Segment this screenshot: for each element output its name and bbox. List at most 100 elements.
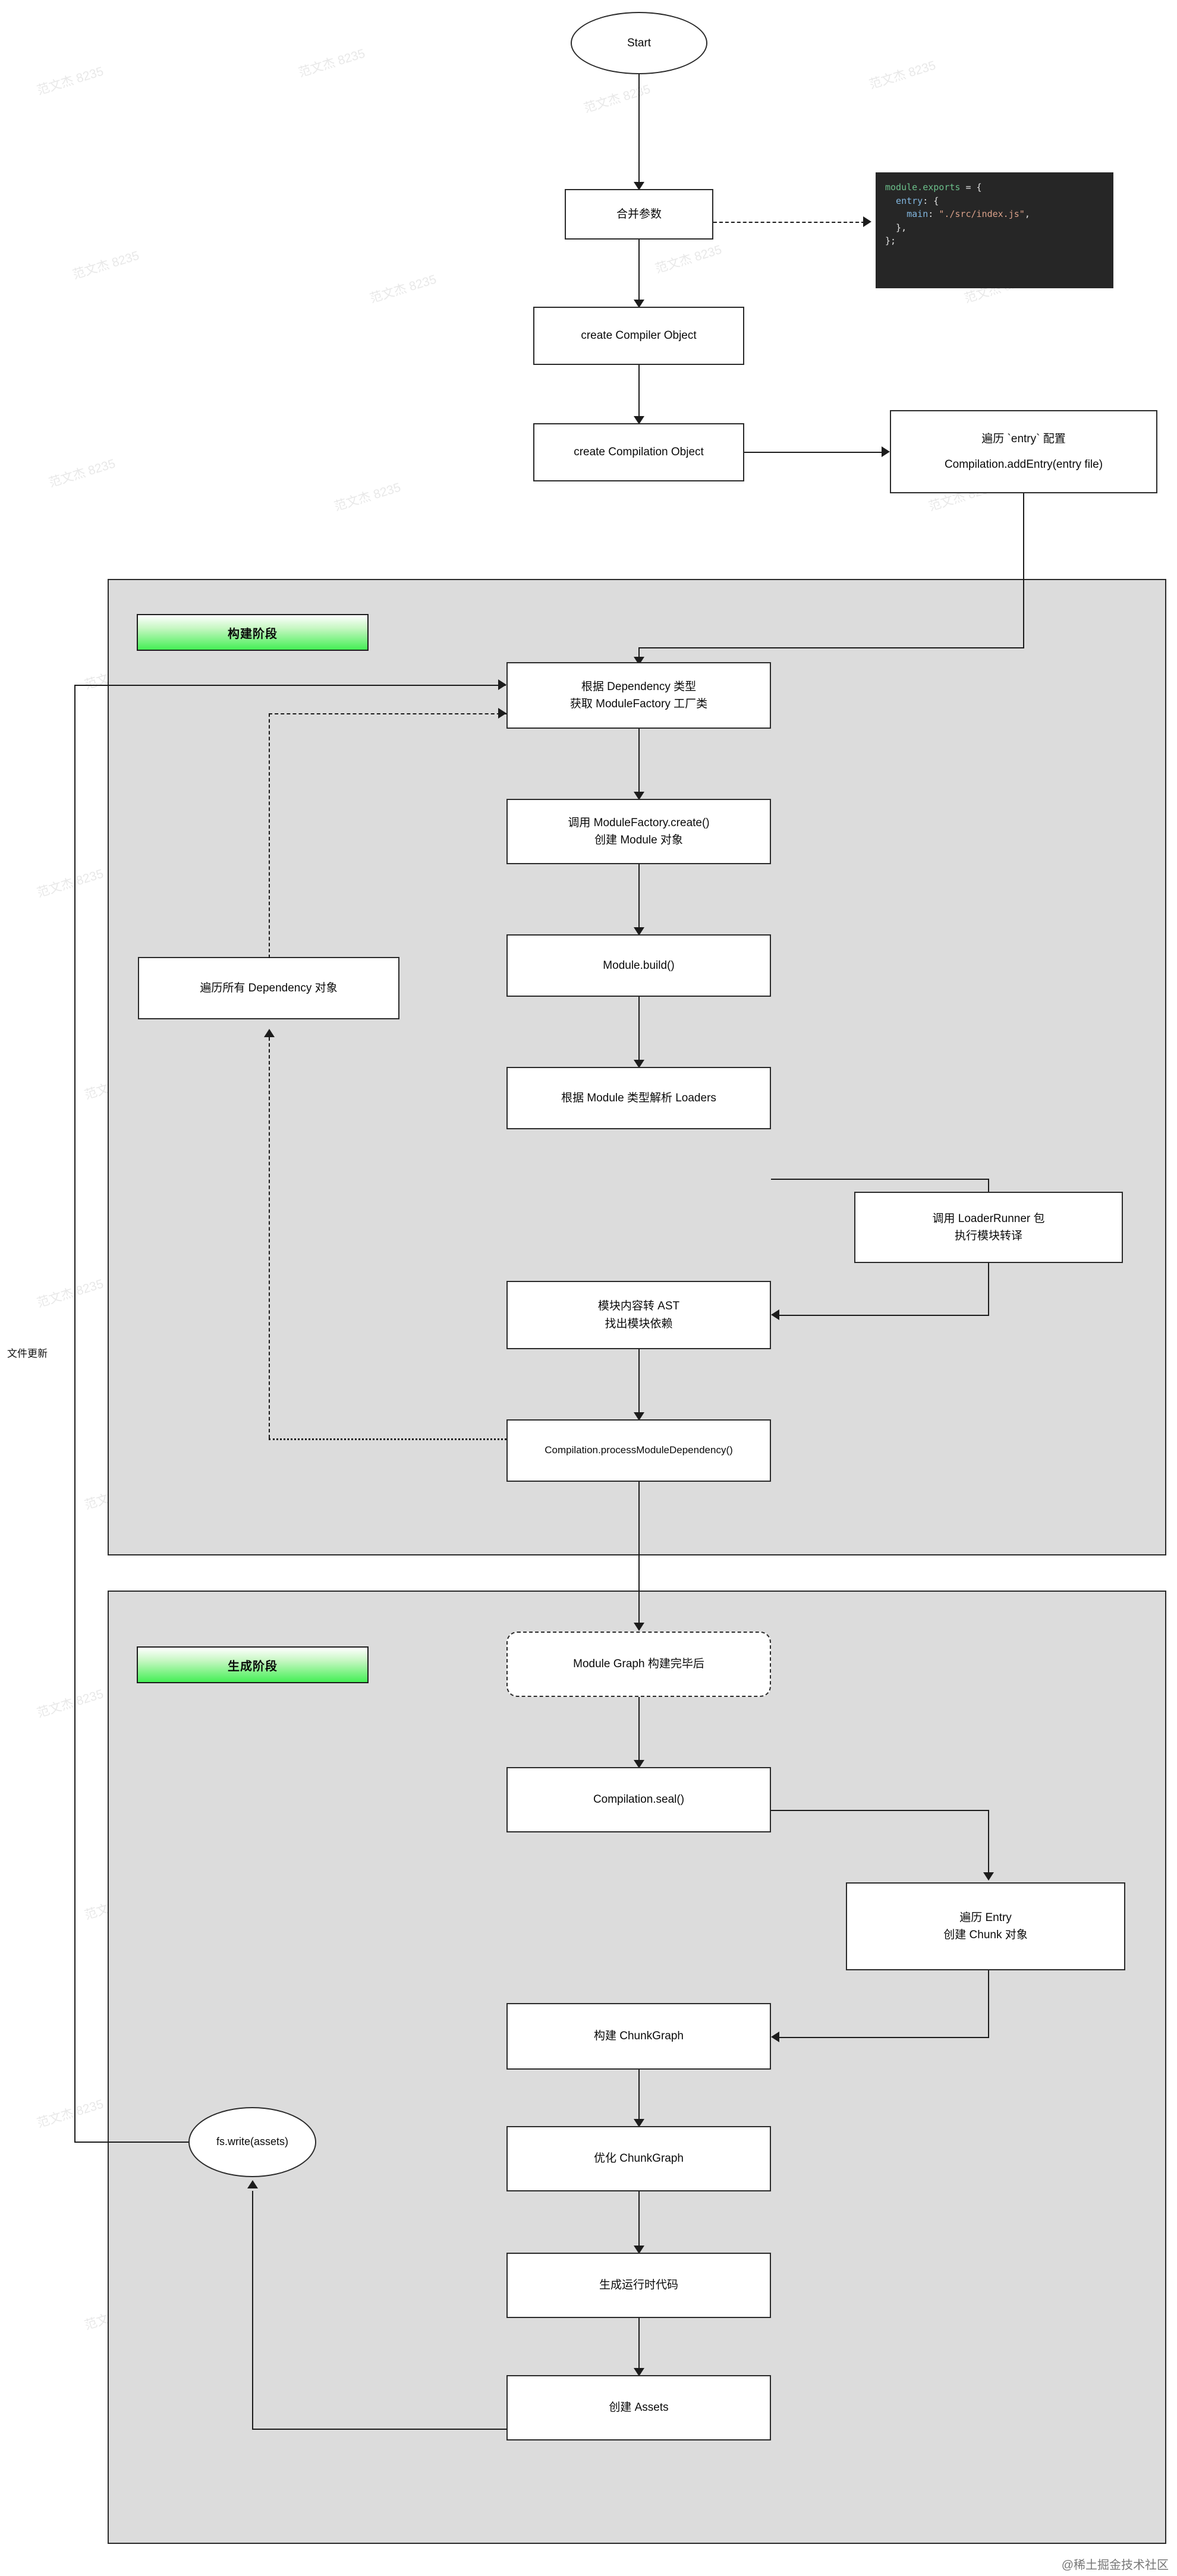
- node-compilation-seal[interactable]: Compilation.seal(): [506, 1767, 771, 1832]
- arrowhead-down: [634, 300, 644, 308]
- code-line5: };: [885, 235, 896, 246]
- node-loader-runner-line2: 执行模块转译: [954, 1230, 1022, 1242]
- code-line4: },: [885, 222, 907, 233]
- edge-loaders-to-runner: [771, 1179, 989, 1180]
- edge-processdep-to-loop: [269, 1438, 506, 1440]
- edge-assets-to-fswrite: [253, 2429, 507, 2430]
- code-line3-d: ,: [1024, 209, 1030, 219]
- badge-emit-phase: 生成阶段: [137, 1646, 369, 1683]
- node-create-assets[interactable]: 创建 Assets: [506, 2375, 771, 2440]
- edge-compiler-to-compilation: [638, 365, 640, 421]
- node-create-module-line1: 调用 ModuleFactory.create(): [568, 816, 710, 829]
- node-traverse-entry[interactable]: 遍历 Entry 创建 Chunk 对象: [846, 1882, 1125, 1970]
- badge-emit-phase-label: 生成阶段: [228, 1659, 278, 1673]
- watermark: 范文杰 8235: [368, 272, 438, 306]
- arrowhead-down: [634, 1623, 644, 1631]
- edge-fswrite-to-file-update: [74, 2142, 197, 2143]
- code-line2-a: entry: [885, 195, 923, 206]
- edge-factory-to-createmodule: [638, 729, 640, 797]
- node-runtime-code[interactable]: 生成运行时代码: [506, 2253, 771, 2318]
- node-traverse-dependencies[interactable]: 遍历所有 Dependency 对象: [138, 957, 399, 1019]
- edge-seal-to-entry: [771, 1810, 989, 1811]
- edge-processdep-up: [269, 1037, 270, 1438]
- watermark: 范文杰 8235: [867, 58, 937, 92]
- node-create-module[interactable]: 调用 ModuleFactory.create() 创建 Module 对象: [506, 799, 771, 864]
- arrowhead-left: [771, 2032, 779, 2042]
- watermark: 范文杰 8235: [297, 46, 367, 80]
- arrowhead-right: [498, 679, 506, 690]
- node-resolve-loaders[interactable]: 根据 Module 类型解析 Loaders: [506, 1067, 771, 1129]
- edge-merge-to-config: [713, 222, 865, 223]
- node-fs-write[interactable]: fs.write(assets): [188, 2107, 316, 2177]
- node-merge-args-label: 合并参数: [616, 207, 662, 221]
- arrowhead-down: [634, 1060, 644, 1068]
- node-build-chunkgraph[interactable]: 构建 ChunkGraph: [506, 2003, 771, 2070]
- arrowhead-down: [634, 927, 644, 936]
- node-optimize-chunkgraph[interactable]: 优化 ChunkGraph: [506, 2126, 771, 2191]
- watermark: 范文杰 8235: [35, 64, 105, 98]
- edge-runtime-to-assets: [638, 2318, 640, 2373]
- arrowhead-right: [863, 216, 871, 227]
- code-line3-b: :: [928, 209, 939, 219]
- node-build-chunkgraph-label: 构建 ChunkGraph: [593, 2030, 684, 2043]
- node-runtime-code-label: 生成运行时代码: [599, 2279, 678, 2292]
- node-create-compilation-label: create Compilation Object: [574, 446, 704, 459]
- node-traverse-entry-line2: 创建 Chunk 对象: [943, 1929, 1028, 1941]
- watermark: 范文杰 8235: [332, 480, 402, 514]
- node-add-entry-line1: 遍历 `entry` 配置: [981, 432, 1066, 445]
- node-create-compiler-label: create Compiler Object: [581, 329, 697, 342]
- node-start[interactable]: Start: [571, 12, 707, 74]
- node-process-module-dependency-label: Compilation.processModuleDependency(): [545, 1444, 733, 1456]
- arrowhead-down: [634, 2368, 644, 2376]
- node-traverse-dependencies-label: 遍历所有 Dependency 对象: [200, 981, 338, 994]
- node-optimize-chunkgraph-label: 优化 ChunkGraph: [593, 2152, 684, 2165]
- code-line3-c: "./src/index.js": [939, 209, 1025, 219]
- edge-compilation-to-addentry: [744, 452, 884, 453]
- edge-file-update-vertical: [74, 685, 75, 2142]
- edge-file-update-top: [74, 685, 506, 686]
- edge-createmodule-to-build: [638, 864, 640, 933]
- node-create-module-line2: 创建 Module 对象: [594, 834, 683, 846]
- node-create-compilation[interactable]: create Compilation Object: [533, 423, 744, 481]
- edge-assets-to-fswrite-up: [252, 2191, 253, 2430]
- arrowhead-down: [634, 1412, 644, 1421]
- arrowhead-down: [634, 2119, 644, 2127]
- label-file-update-text: 文件更新: [7, 1348, 48, 1359]
- node-ast-line2: 找出模块依赖: [605, 1317, 673, 1330]
- edge-start-to-merge: [638, 74, 640, 187]
- arrowhead-right: [882, 446, 890, 457]
- watermark: 范文杰 8235: [582, 82, 652, 116]
- node-get-module-factory[interactable]: 根据 Dependency 类型 获取 ModuleFactory 工厂类: [506, 662, 771, 729]
- node-module-build[interactable]: Module.build(): [506, 934, 771, 997]
- arrowhead-down: [634, 416, 644, 424]
- edge-chunkgraph-to-runtime: [638, 2191, 640, 2251]
- edge-runner-to-ast: [779, 1315, 989, 1316]
- edge-graph-to-seal: [638, 1697, 640, 1765]
- node-traverse-entry-line1: 遍历 Entry: [959, 1911, 1012, 1924]
- code-line1-b: = {: [960, 182, 982, 193]
- node-start-label: Start: [627, 36, 652, 49]
- edge-seal-to-entry-down: [988, 1810, 989, 1875]
- edge-build-to-emit: [638, 1482, 640, 1627]
- node-merge-args[interactable]: 合并参数: [565, 189, 713, 240]
- node-module-graph-done-label: Module Graph 构建完毕后: [573, 1658, 704, 1671]
- arrowhead-down: [634, 2246, 644, 2254]
- edge-addentry-into-factory: [638, 647, 640, 662]
- edge-traverse-deps-to-factory: [269, 713, 506, 714]
- node-fs-write-label: fs.write(assets): [216, 2136, 289, 2148]
- node-module-graph-done[interactable]: Module Graph 构建完毕后: [506, 1632, 771, 1697]
- watermark: 范文杰 8235: [653, 243, 723, 276]
- arrowhead-right: [498, 708, 506, 719]
- code-line2-b: : {: [923, 195, 939, 206]
- label-file-update: 文件更新: [7, 1345, 48, 1360]
- edge-build-to-loaders: [638, 997, 640, 1065]
- node-add-entry[interactable]: 遍历 `entry` 配置 Compilation.addEntry(entry…: [890, 410, 1157, 493]
- node-ast-line1: 模块内容转 AST: [597, 1300, 680, 1313]
- node-process-module-dependency[interactable]: Compilation.processModuleDependency(): [506, 1419, 771, 1482]
- node-ast[interactable]: 模块内容转 AST 找出模块依赖: [506, 1281, 771, 1349]
- edge-runner-down: [988, 1263, 989, 1315]
- node-loader-runner[interactable]: 调用 LoaderRunner 包 执行模块转译: [854, 1192, 1123, 1263]
- node-create-compiler[interactable]: create Compiler Object: [533, 307, 744, 365]
- edge-addentry-left: [638, 647, 1024, 648]
- watermark: 范文杰 8235: [71, 248, 141, 282]
